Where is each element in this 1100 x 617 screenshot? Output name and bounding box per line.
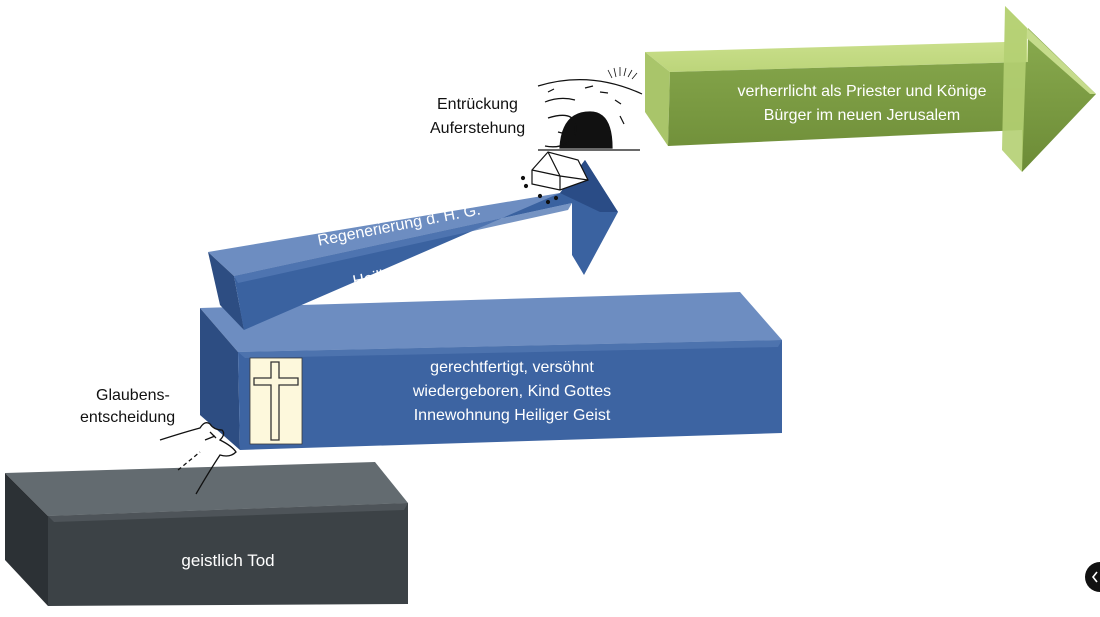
justified-line-1: gerechtfertigt, versöhnt xyxy=(430,359,594,376)
glorified-line-2: Bürger im neuen Jerusalem xyxy=(764,107,961,124)
block-spiritually-dead: geistlich Tod xyxy=(5,462,408,606)
rapture-line-2: Auferstehung xyxy=(430,120,525,137)
sun-rays-icon xyxy=(607,67,638,80)
hand-icon xyxy=(159,422,237,495)
empty-tomb-icon xyxy=(520,67,643,205)
cross-icon xyxy=(249,357,303,445)
block-dead-label: geistlich Tod xyxy=(181,551,274,570)
arrow-glorified: verherrlicht als Priester und Könige Bür… xyxy=(645,6,1096,172)
justified-line-3: Innewohnung Heiliger Geist xyxy=(414,407,611,424)
chevron-left-icon xyxy=(1091,571,1098,583)
rapture-line-1: Entrückung xyxy=(437,96,518,113)
faith-decision-line-2: entscheidung xyxy=(80,409,175,426)
block-justified: gerechtfertigt, versöhnt wiedergeboren, … xyxy=(200,292,782,450)
justified-line-2: wiedergeboren, Kind Gottes xyxy=(412,383,611,400)
glorified-line-1: verherrlicht als Priester und Könige xyxy=(737,83,986,100)
scroll-control-button[interactable] xyxy=(1085,562,1100,592)
faith-decision-line-1: Glaubens- xyxy=(96,387,170,404)
